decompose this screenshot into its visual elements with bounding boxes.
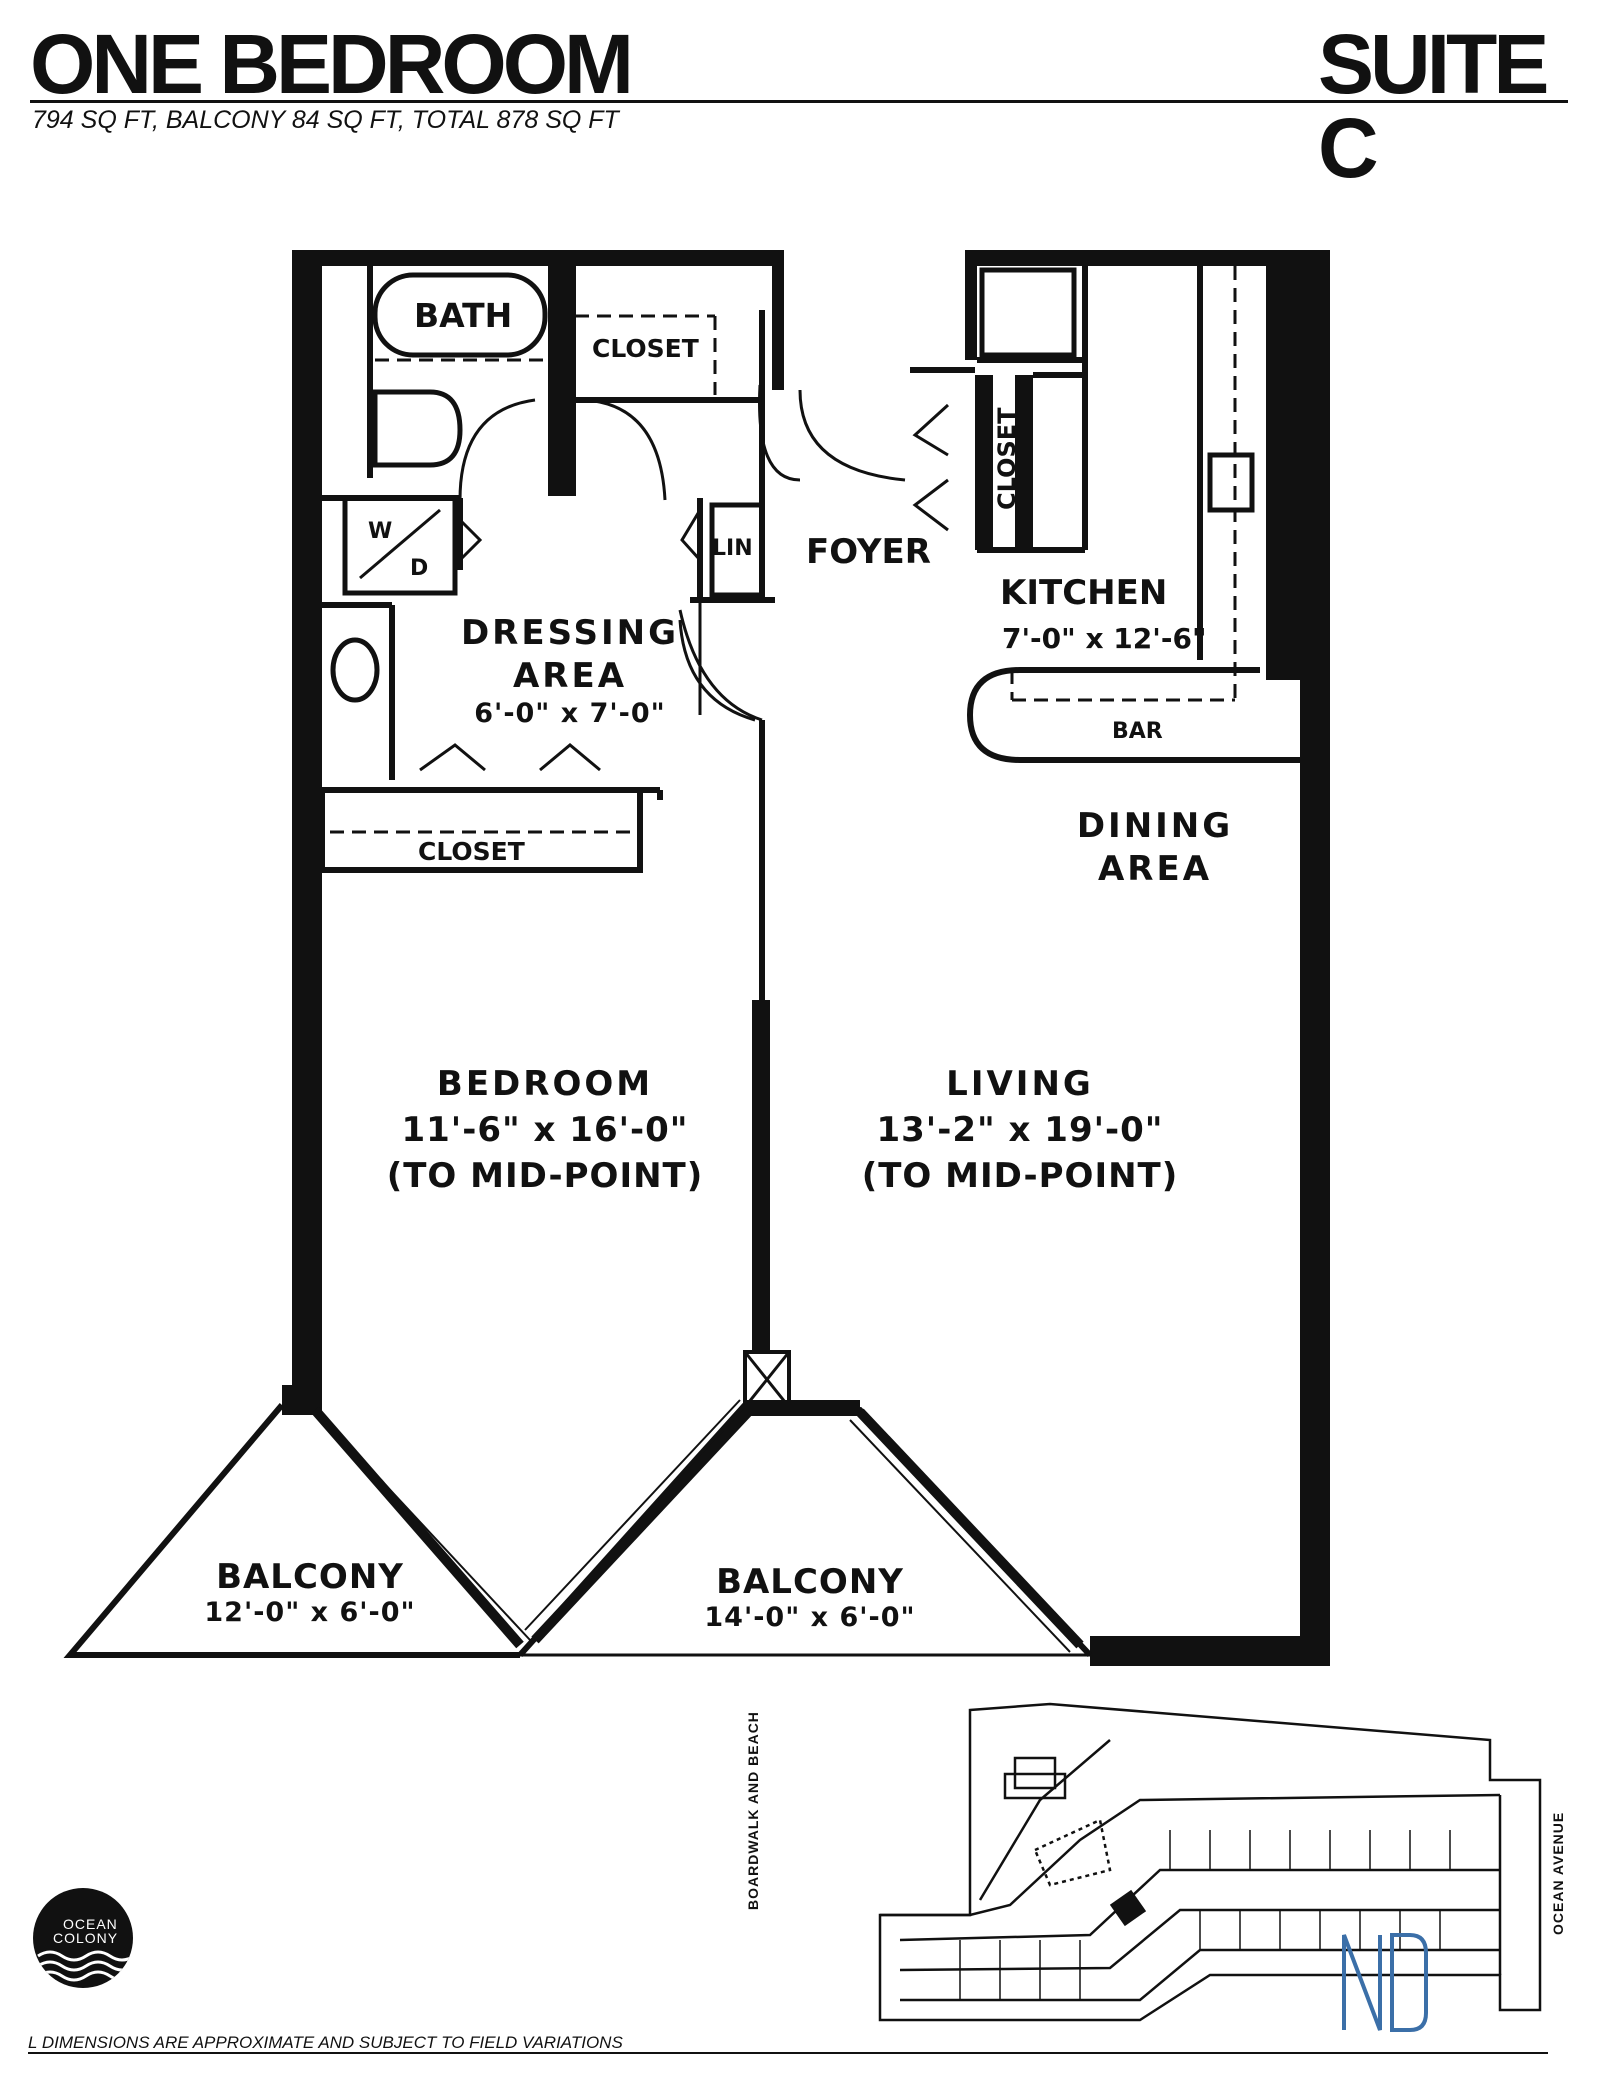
dressing-area-label: DRESSING AREA 6'-0" x 7'-0" (440, 612, 700, 731)
watermark-logo (1342, 1933, 1428, 2032)
dressing-line1: DRESSING (460, 613, 680, 653)
washer-dryer-box (342, 495, 458, 596)
exterior-walls (282, 250, 1330, 1666)
wd-label-d: D (410, 556, 428, 581)
balcony-right-label: BALCONY 14'-0" x 6'-0" (670, 1562, 950, 1634)
site-plan (878, 1702, 1542, 2022)
footer-rule (28, 2052, 1548, 2054)
kitchen-label: KITCHEN (1000, 573, 1167, 613)
toilet-fixture (372, 389, 463, 468)
living-name: LIVING (946, 1064, 1094, 1104)
linen-label: LIN (712, 536, 753, 561)
footer-disclaimer: L DIMENSIONS ARE APPROXIMATE AND SUBJECT… (28, 2033, 623, 2052)
bath-label: BATH (414, 296, 512, 335)
dining-line2: AREA (1097, 848, 1213, 889)
site-outline (878, 1702, 1542, 2022)
foyer-label: FOYER (806, 532, 931, 572)
bathtub-fixture (372, 272, 548, 358)
bedroom-closet-label: CLOSET (418, 837, 525, 866)
balcony-outlines (63, 1399, 1093, 1658)
balcony-right-size: 14'-0" x 6'-0" (704, 1602, 916, 1634)
fixtures (330, 267, 1255, 1409)
bedroom-label: BEDROOM 11'-6" x 16'-0" (TO MID-POINT) (365, 1062, 725, 1200)
dining-area-label: DINING AREA (1060, 805, 1250, 890)
dressing-line2: AREA (512, 655, 628, 696)
street-label-ocean-avenue: OCEAN AVENUE (1550, 1811, 1566, 1935)
foyer-closet-label: CLOSET (993, 407, 1021, 510)
dining-line1: DINING (1076, 806, 1234, 846)
balcony-left-size: 12'-0" x 6'-0" (204, 1597, 416, 1629)
logo-line2: COLONY (53, 1930, 119, 1946)
site-unit-highlight (1109, 1889, 1147, 1927)
ocean-colony-logo: OCEAN COLONY (33, 1888, 133, 1988)
bedroom-size: 11'-6" x 16'-0" (401, 1109, 689, 1150)
bedroom-note: (TO MID-POINT) (386, 1155, 704, 1196)
balcony-left-label: BALCONY 12'-0" x 6'-0" (180, 1557, 440, 1629)
balcony-right-name: BALCONY (716, 1562, 904, 1602)
header-rule (30, 100, 1568, 103)
floor-plan: BATH CLOSET W D LIN FOYER CLOSET KITCHEN… (63, 250, 1330, 1666)
logo-waves (37, 1950, 133, 1982)
area-summary: 794 SQ FT, BALCONY 84 SQ FT, TOTAL 878 S… (32, 106, 619, 134)
linen-closet-box (709, 502, 765, 598)
range-fixture (979, 267, 1077, 358)
living-note: (TO MID-POINT) (861, 1155, 1179, 1196)
page-title: ONE BEDROOM (30, 17, 634, 111)
street-label-boardwalk: BOARDWALK AND BEACH (745, 1711, 761, 1910)
dashed-lines (330, 266, 1237, 834)
wd-label-w: W (368, 519, 392, 544)
sink-box (1207, 452, 1255, 513)
balcony-left-name: BALCONY (216, 1557, 404, 1597)
logo-line1: OCEAN (63, 1916, 118, 1932)
dressing-size: 6'-0" x 7'-0" (474, 698, 666, 729)
door-swings (419, 384, 950, 772)
sink-fixture (330, 637, 380, 703)
bar-label: BAR (1112, 719, 1163, 744)
living-label: LIVING 13'-2" x 19'-0" (TO MID-POINT) (840, 1062, 1200, 1200)
living-size: 13'-2" x 19'-0" (876, 1109, 1164, 1150)
suite-label: SUITE C (1318, 17, 1549, 195)
bedroom-name: BEDROOM (436, 1064, 654, 1104)
kitchen-size: 7'-0" x 12'-6" (1002, 622, 1207, 655)
bath-closet-label: CLOSET (592, 334, 699, 363)
